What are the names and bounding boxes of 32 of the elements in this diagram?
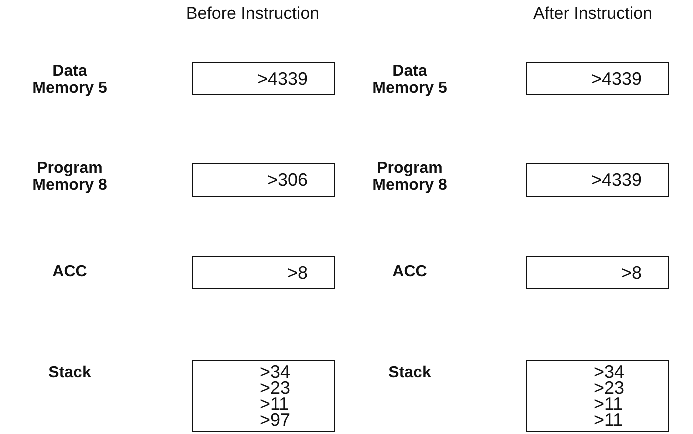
register-label: Data Memory 5 — [372, 63, 448, 97]
register-box — [526, 360, 669, 432]
register-value: >23 — [594, 380, 626, 396]
register-value: >4339 — [591, 169, 642, 191]
register-value: >11 — [594, 396, 624, 412]
register-box — [192, 163, 335, 197]
register-box — [192, 360, 335, 432]
register-label: Stack — [48, 364, 92, 382]
register-box — [192, 62, 335, 95]
register-label: ACC — [52, 264, 88, 280]
register-value: >34 — [260, 364, 292, 380]
register-value: >97 — [260, 412, 292, 428]
register-value: >306 — [267, 169, 308, 191]
column-heading: Before Instruction — [186, 4, 320, 24]
register-label: Stack — [388, 364, 432, 382]
column-heading: After Instruction — [533, 4, 653, 24]
register-value: >34 — [594, 364, 626, 380]
register-value: >11 — [260, 396, 290, 412]
register-label: Program Memory 8 — [372, 160, 448, 194]
register-value: >8 — [287, 262, 308, 284]
register-value: >11 — [594, 412, 624, 428]
register-label: Program Memory 8 — [32, 160, 108, 194]
register-box — [526, 163, 669, 197]
register-label: Data Memory 5 — [32, 63, 108, 97]
register-box — [192, 256, 335, 289]
register-label: ACC — [392, 264, 428, 280]
register-value: >8 — [621, 262, 642, 284]
register-value: >4339 — [591, 68, 642, 90]
register-value: >23 — [260, 380, 292, 396]
register-value: >4339 — [257, 68, 308, 90]
register-box — [526, 62, 669, 95]
register-box — [526, 256, 669, 289]
